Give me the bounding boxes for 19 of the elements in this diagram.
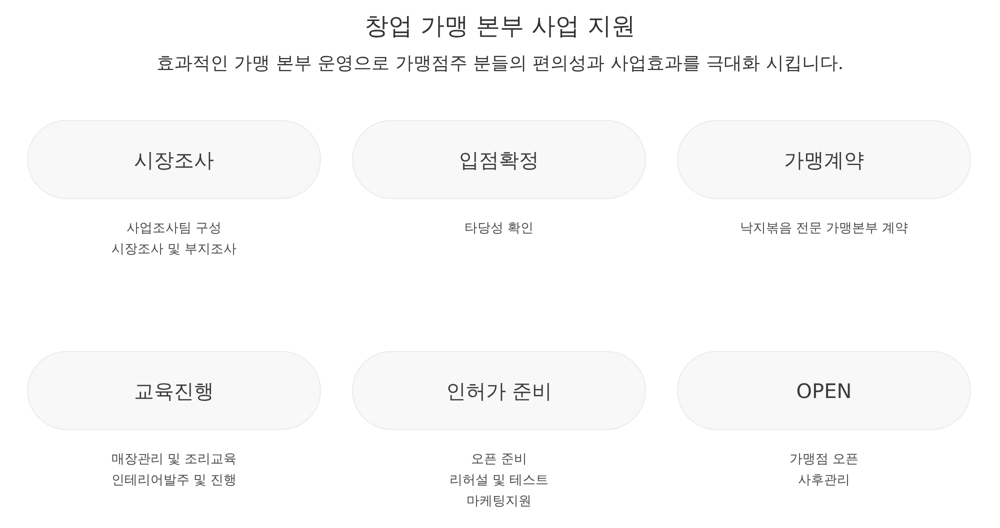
subtitle-text: 효과적인 가맹 본부 운영으로 가맹점주 분들의 편의성과 사업효과를 극대화 시킵니다. (156, 52, 844, 76)
step-title: 가맹계약 (784, 146, 864, 172)
step-title: OPEN (796, 378, 852, 404)
step-description: 시장조사 및 부지조사 (111, 241, 237, 259)
step-title: 교육진행 (134, 378, 214, 404)
step-description: 마케팅지원 (466, 493, 532, 511)
step-title: 인허가 준비 (446, 378, 552, 404)
step-title: 입점확정 (459, 146, 539, 172)
step-title: 시장조사 (134, 146, 214, 172)
step-description: 타당성 확인 (464, 220, 534, 238)
step-description: 낙지볶음 전문 가맹본부 계약 (740, 220, 908, 238)
step-description: 오픈 준비 (470, 451, 528, 469)
step-description: 리허설 및 테스트 (449, 472, 549, 490)
step-description: 인테리어발주 및 진행 (111, 472, 237, 490)
page-title: 창업 가맹 본부 사업 지원 (364, 11, 636, 42)
step-description: 매장관리 및 조리교육 (111, 451, 237, 469)
step-description: 사업조사팀 구성 (126, 220, 222, 238)
step-description: 가맹점 오픈 (789, 451, 859, 469)
step-description: 사후관리 (798, 472, 850, 490)
